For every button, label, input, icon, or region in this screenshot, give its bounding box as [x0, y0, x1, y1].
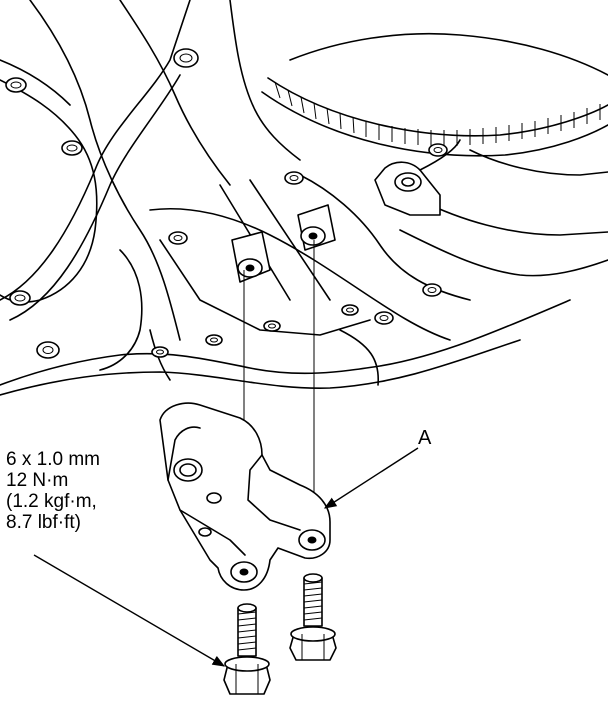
flange-bolt-left [223, 603, 271, 695]
torque-spec-label: 6 x 1.0 mm 12 N·m (1.2 kgf·m, 8.7 lbf·ft… [6, 449, 100, 533]
callout-a-label: A [418, 427, 432, 449]
torque-nm-text: 12 N·m [6, 470, 69, 491]
leader-arrows [33, 447, 419, 667]
bracket-a [159, 402, 331, 591]
ring-gear [261, 32, 608, 157]
block-holes [5, 48, 448, 359]
torque-kgfm-text: (1.2 kgf·m, [6, 491, 97, 512]
flange-bolt-right [289, 573, 337, 661]
engine-block [0, 0, 608, 396]
mounting-bosses [231, 204, 336, 283]
torque-lbfft-text: 8.7 lbf·ft) [6, 512, 81, 533]
bolt-size-text: 6 x 1.0 mm [6, 449, 100, 470]
stud-boss [374, 139, 461, 216]
